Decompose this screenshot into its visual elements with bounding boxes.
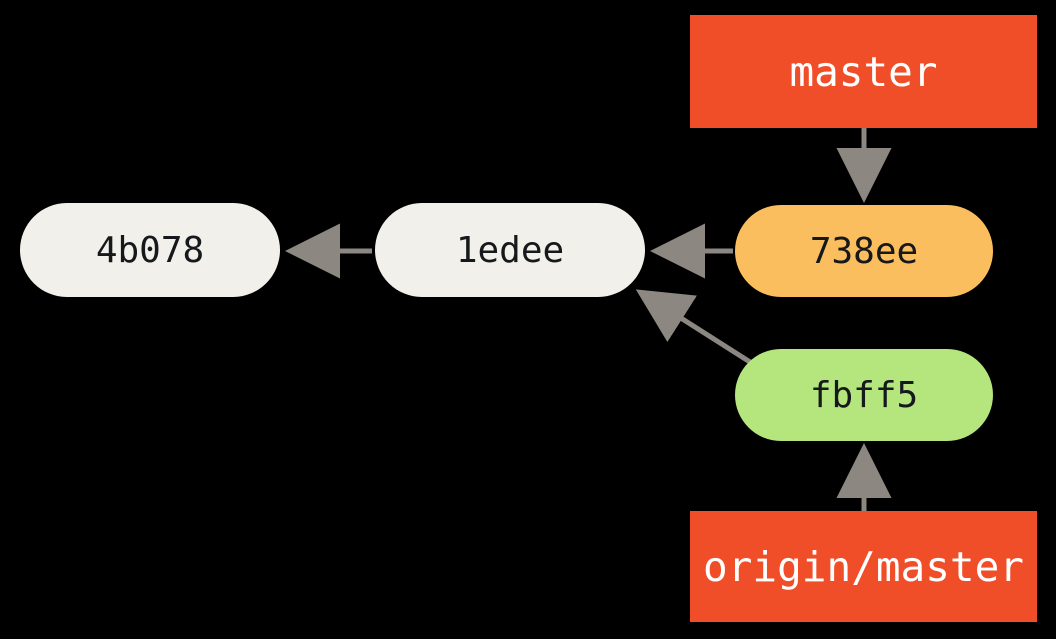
commit-node-738ee[interactable]: 738ee: [735, 205, 993, 297]
commit-label: 4b078: [95, 229, 205, 271]
commit-node-1edee[interactable]: 1edee: [375, 203, 645, 297]
commit-node-4b078[interactable]: 4b078: [20, 203, 280, 297]
branch-ref-label: origin/master: [703, 542, 1024, 591]
commit-label: 1edee: [455, 229, 565, 271]
branch-ref-master[interactable]: master: [690, 15, 1037, 128]
branch-ref-origin-master[interactable]: origin/master: [690, 511, 1037, 622]
commit-label: 738ee: [809, 230, 919, 272]
edge-fbff5-to-1edee: [635, 289, 752, 365]
commit-node-fbff5[interactable]: fbff5: [735, 349, 993, 441]
branch-ref-label: master: [789, 47, 938, 96]
commit-label: fbff5: [809, 374, 919, 416]
